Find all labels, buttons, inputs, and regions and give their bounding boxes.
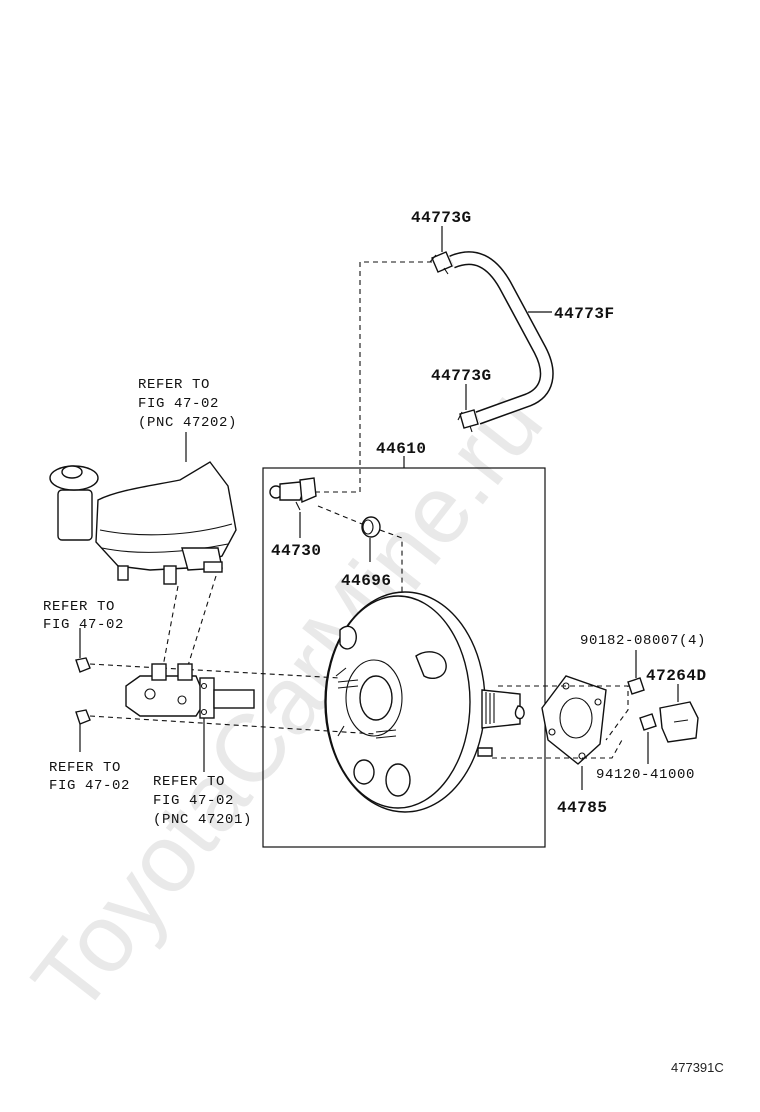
callout-hose-clip-lower: 44773G	[431, 367, 492, 385]
nut-right-icon	[639, 713, 657, 731]
reservoir-tank-icon	[49, 461, 237, 585]
callout-check-valve: 44730	[271, 542, 322, 560]
reference-master-cylinder-line3: (PNC 47201)	[153, 812, 252, 828]
hose-clip-lower-icon	[457, 409, 479, 433]
callout-grommet: 44696	[341, 572, 392, 590]
callout-nut-right: 94120-41000	[596, 767, 695, 783]
group-box-label: 44610	[376, 440, 427, 458]
reference-nut-upper-line1: REFER TO	[43, 599, 115, 615]
reference-reservoir-line2: FIG 47-02	[138, 396, 219, 412]
callout-vacuum-hose: 44773F	[554, 305, 615, 323]
reference-reservoir-line1: REFER TO	[138, 377, 210, 393]
reference-nut-lower[interactable]: REFER TO FIG 47-02	[49, 760, 130, 794]
vacuum-hose-icon	[449, 251, 554, 425]
grommet-icon	[361, 516, 381, 538]
callout-bracket: 47264D	[646, 667, 707, 685]
gasket-icon	[541, 675, 607, 765]
nut-left-lower-icon	[75, 709, 91, 725]
reference-master-cylinder[interactable]: REFER TO FIG 47-02 (PNC 47201)	[153, 774, 252, 828]
check-valve-icon	[269, 477, 317, 511]
reference-reservoir-line3: (PNC 47202)	[138, 415, 237, 431]
reference-nut-upper[interactable]: REFER TO FIG 47-02	[43, 599, 124, 633]
master-cylinder-icon	[125, 663, 255, 719]
bracket-icon	[659, 701, 699, 743]
callout-gasket: 44785	[557, 799, 608, 817]
reference-master-cylinder-line2: FIG 47-02	[153, 793, 234, 809]
reference-reservoir[interactable]: REFER TO FIG 47-02 (PNC 47202)	[138, 377, 237, 431]
brake-booster-icon	[324, 591, 525, 813]
reference-nut-lower-line2: FIG 47-02	[49, 778, 130, 794]
figure-id: 477391C	[671, 1060, 724, 1075]
nut-left-upper-icon	[75, 657, 91, 673]
reference-nut-upper-line2: FIG 47-02	[43, 617, 124, 633]
callout-hose-clip-top: 44773G	[411, 209, 472, 227]
callout-bolt-right: 90182-08007(4)	[580, 633, 706, 649]
reference-nut-lower-line1: REFER TO	[49, 760, 121, 776]
reference-master-cylinder-line1: REFER TO	[153, 774, 225, 790]
hose-clip-top-icon	[429, 251, 453, 275]
bolt-right-icon	[627, 677, 645, 695]
